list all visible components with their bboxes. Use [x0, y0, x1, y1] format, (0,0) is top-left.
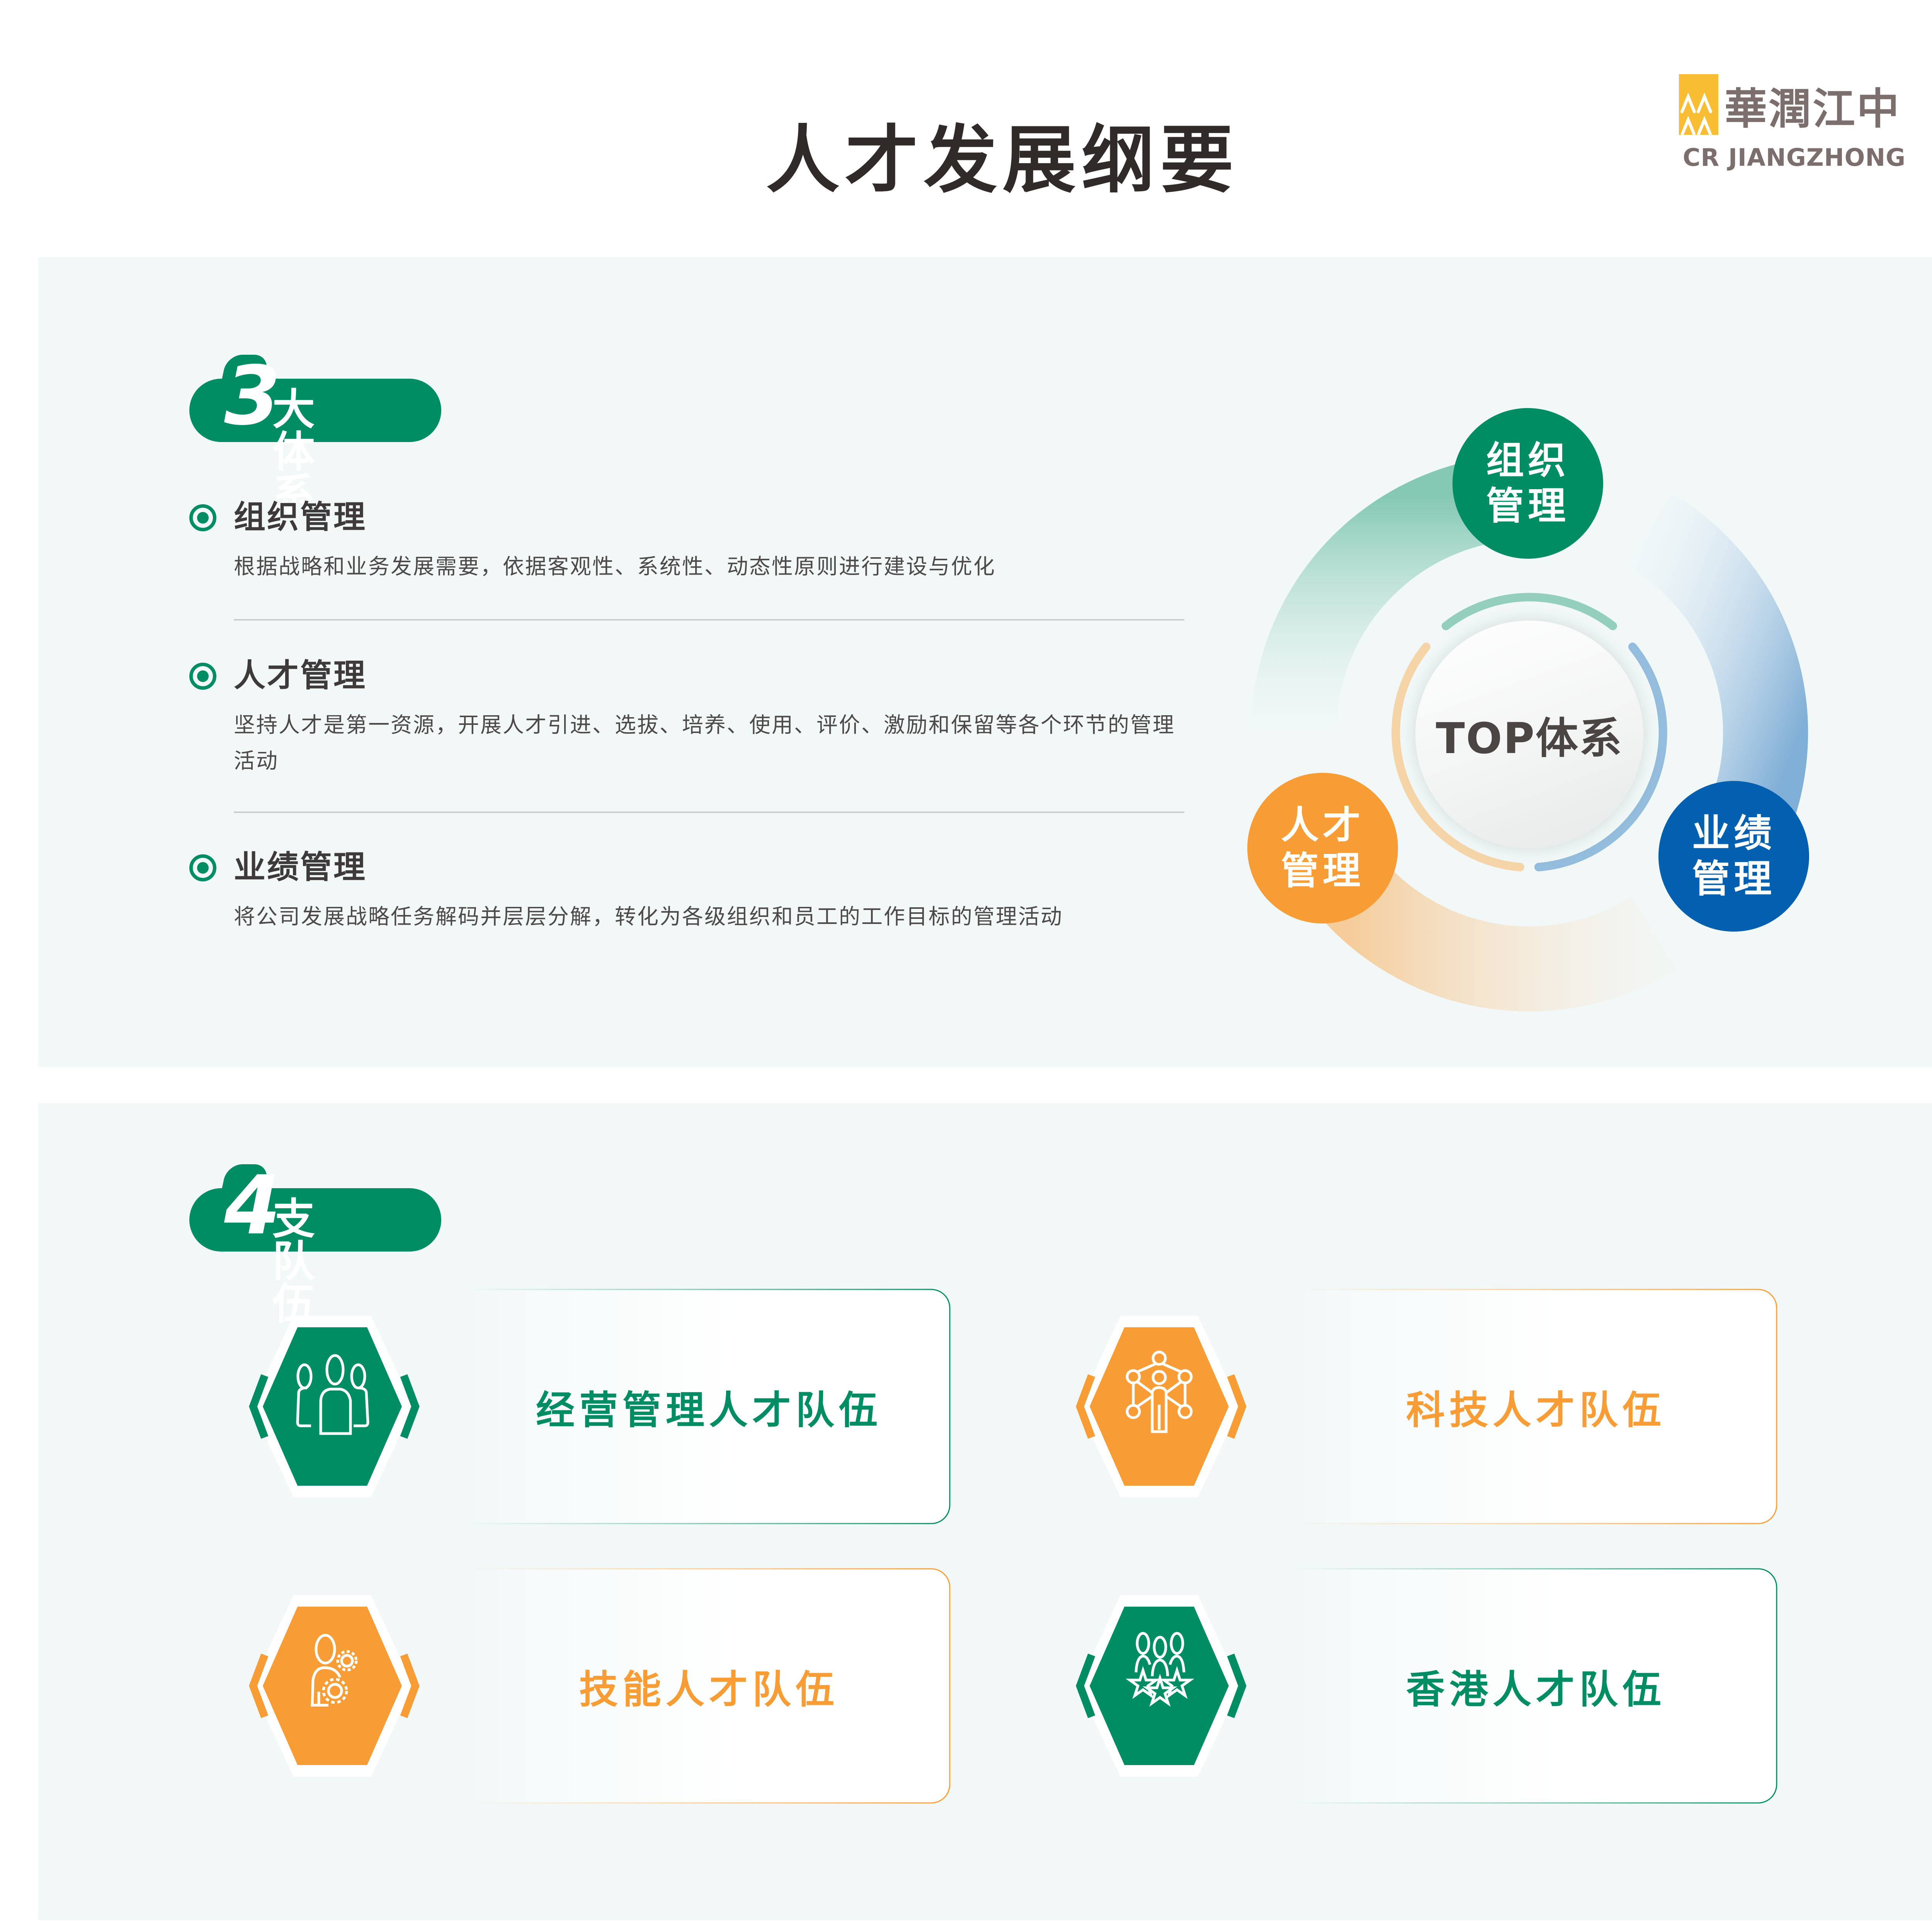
system-title: 人才管理	[234, 657, 367, 694]
team-label: 经营管理人才队伍	[536, 1387, 882, 1433]
logo-mountain-icon	[1679, 74, 1718, 136]
systems-badge-text: 大体系	[272, 385, 318, 519]
team-card-skills: 技能人才队伍	[243, 1568, 951, 1804]
top-system-core: TOP体系	[1415, 621, 1643, 849]
bullet-icon	[189, 504, 216, 531]
logo-chinese-name: 華潤江中	[1725, 84, 1901, 134]
person-gears-icon	[243, 1568, 468, 1804]
system-desc: 坚持人才是第一资源，开展人才引进、选拔、培养、使用、评价、激励和保留等各个环节的…	[234, 713, 1175, 773]
team-label: 香港人才队伍	[1406, 1667, 1666, 1712]
system-title: 组织管理	[234, 499, 367, 536]
system-desc: 将公司发展战略任务解码并层层分解，转化为各级组织和员工的工作目标的管理活动	[234, 904, 1063, 929]
divider	[234, 619, 1184, 621]
teams-badge-number: 4	[224, 1158, 281, 1253]
team-card-tech: 科技人才队伍	[1070, 1289, 1777, 1524]
system-title: 业绩管理	[234, 849, 367, 886]
core-label: TOP体系	[1435, 714, 1623, 763]
team-label: 技能人才队伍	[579, 1667, 839, 1712]
node-org-management: 组织管理	[1452, 408, 1603, 559]
top-system-diagram: TOP体系 组织管理 人才管理 业绩管理	[1247, 408, 1812, 1016]
bullet-icon	[189, 663, 216, 690]
node-talent-management: 人才管理	[1247, 773, 1398, 923]
team-card-hongkong: 香港人才队伍	[1070, 1568, 1777, 1804]
logo-english-name: CR JIANGZHONG	[1683, 143, 1906, 172]
company-logo: 華潤江中 CR JIANGZHONG	[1679, 74, 1932, 175]
people-stars-icon	[1070, 1568, 1294, 1804]
people-group-icon	[243, 1289, 468, 1524]
team-card-management: 经营管理人才队伍	[243, 1289, 951, 1524]
network-person-icon	[1070, 1289, 1294, 1524]
page-title: 人才发展纲要	[766, 117, 1239, 203]
bullet-icon	[189, 854, 216, 881]
divider	[234, 811, 1184, 813]
systems-badge-number: 3	[224, 349, 281, 443]
system-desc: 根据战略和业务发展需要，依据客观性、系统性、动态性原则进行建设与优化	[234, 554, 996, 579]
team-label: 科技人才队伍	[1406, 1387, 1666, 1433]
node-performance-management: 业绩管理	[1658, 781, 1809, 932]
